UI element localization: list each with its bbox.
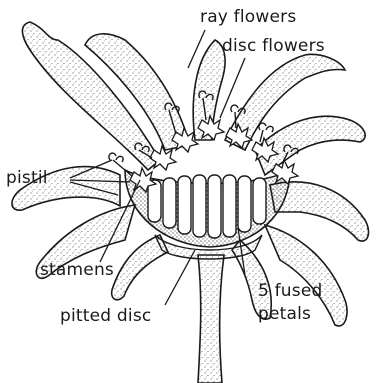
label-fused-line1: 5 fused — [258, 283, 323, 300]
label-ray-flowers: ray flowers — [200, 9, 296, 26]
label-disc-flowers: disc flowers — [222, 38, 325, 55]
label-pistil: pistil — [6, 170, 48, 187]
label-pitted-disc: pitted disc — [60, 308, 151, 325]
label-stamens: stamens — [40, 262, 114, 279]
stem — [198, 255, 224, 383]
label-fused-line2: petals — [258, 306, 311, 323]
leader-pitted-disc — [165, 250, 195, 305]
